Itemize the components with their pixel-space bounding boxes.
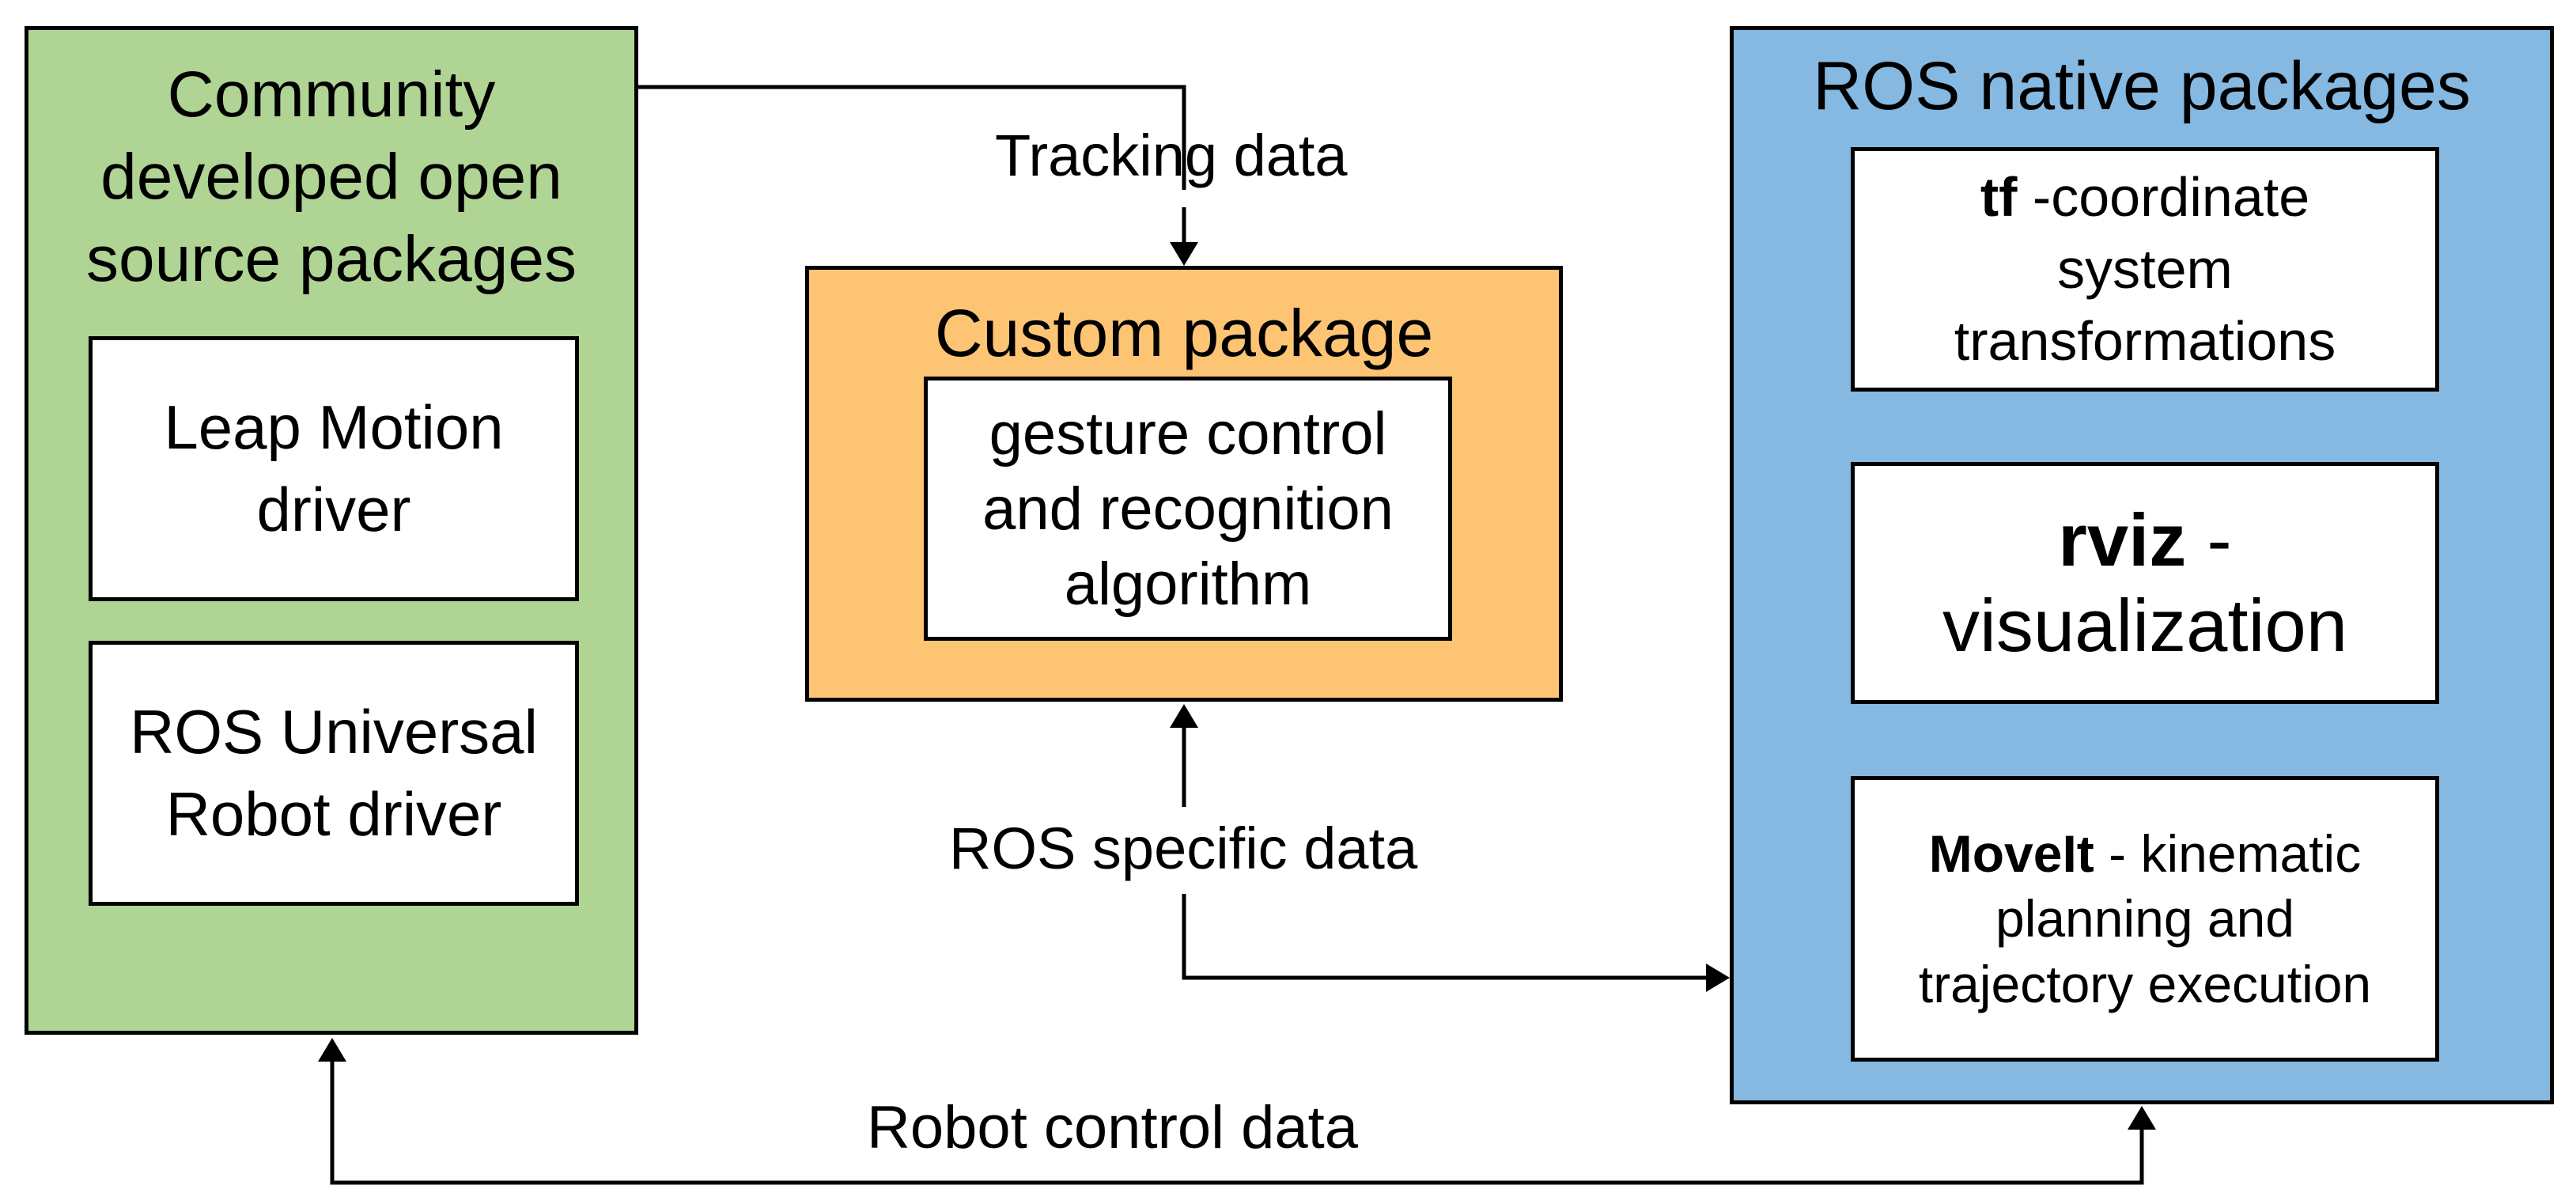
community-group-title: Community developed open source packages (86, 59, 577, 296)
rviz-box: rviz - visualization (1851, 462, 2439, 704)
ros-specific-data-label: ROS specific data (949, 816, 1418, 881)
tracking-data-connector (638, 85, 1186, 190)
ros-specific-data-arrowhead-up (1170, 704, 1198, 728)
robot-control-data-connector (330, 1062, 2144, 1185)
robot-control-data-label: Robot control data (867, 1094, 1359, 1161)
custom-package-group: Custom package gesture control and recog… (805, 266, 1563, 702)
leap-motion-driver-box: Leap Motion driver (89, 336, 579, 601)
ros-universal-robot-driver-box: ROS Universal Robot driver (89, 641, 579, 906)
custom-group-title: Custom package (934, 296, 1434, 370)
community-packages-group: Community developed open source packages… (25, 26, 638, 1035)
robot-control-data-arrowhead-community (318, 1038, 346, 1062)
ros-native-packages-group: ROS native packages tf -coordinate syste… (1730, 26, 2554, 1104)
ros-specific-data-connector-lower (1182, 894, 1706, 980)
tracking-data-arrowhead (1170, 242, 1198, 266)
ros-specific-data-arrowhead-right (1706, 964, 1730, 992)
robot-control-data-arrowhead-ros (2128, 1106, 2156, 1130)
gesture-algorithm-box: gesture control and recognition algorith… (924, 377, 1452, 641)
tracking-data-label: Tracking data (995, 123, 1348, 188)
moveit-box: MoveIt - kinematic planning and trajecto… (1851, 776, 2439, 1062)
ros-native-group-title: ROS native packages (1813, 48, 2471, 124)
tf-box: tf -coordinate system transformations (1851, 147, 2439, 392)
